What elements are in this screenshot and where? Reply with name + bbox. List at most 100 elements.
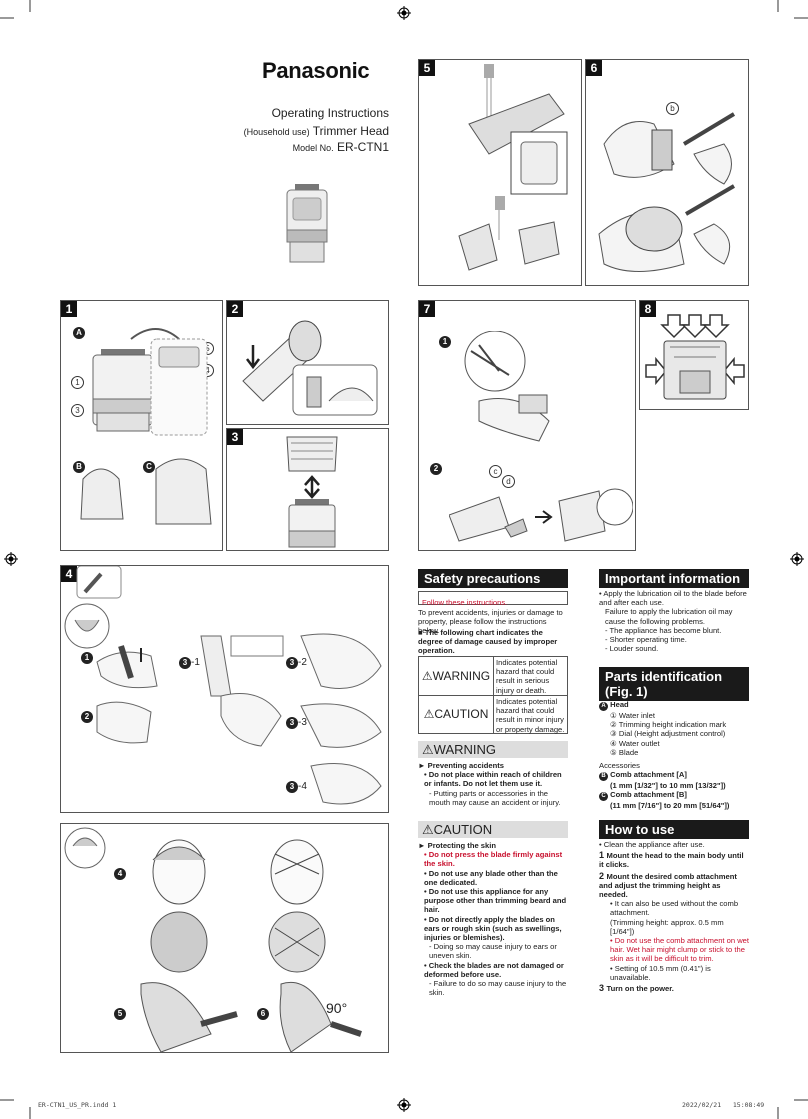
- parts-body: A Head ① Water inlet ② Trimming height i…: [599, 700, 749, 811]
- warning-triangle-icon: ⚠: [421, 669, 433, 683]
- chart-note-text: The following chart indicates the degree…: [418, 628, 558, 656]
- protect-title-row: ► Protecting the skin: [418, 841, 568, 850]
- panel-1-number: 1: [61, 301, 77, 317]
- panel-2: 2 a: [226, 300, 389, 425]
- comb-c-letter-icon: C: [599, 792, 608, 802]
- prevent-item-1-sub: - Putting parts or accessories in the mo…: [429, 788, 561, 807]
- prevent-item-1-sub-text: Putting parts or accessories in the mout…: [429, 788, 561, 807]
- parts-item-1-text: Water inlet: [618, 711, 655, 720]
- howto-body: • Clean the appliance after use. 1 Mount…: [599, 840, 749, 993]
- howto-heading: How to use: [599, 820, 749, 839]
- prevent-title-row: ► Preventing accidents: [418, 761, 568, 770]
- howto-step-1: 1 Mount the head to the main body until …: [599, 850, 749, 870]
- parts-illustration: [80, 328, 212, 525]
- warning-heading-icon: ⚠: [422, 742, 434, 757]
- parts-head-letter-icon: A: [599, 702, 608, 711]
- prevent-title: Preventing accidents: [427, 761, 505, 770]
- caution-section-heading: ⚠CAUTION: [418, 821, 568, 838]
- footer-file: ER-CTN1_US_PR.indd 1: [38, 1101, 117, 1109]
- panel-3-number: 3: [227, 429, 243, 445]
- warning-desc: Indicates potential hazard that could re…: [496, 658, 558, 695]
- howto-step-2-text: Mount the desired comb attachment and ad…: [599, 871, 737, 900]
- warning-heading-text: WARNING: [433, 742, 497, 757]
- howto-step-2-red: • Do not use the comb attachment on wet …: [610, 936, 750, 964]
- label-c-circle: c: [489, 465, 502, 478]
- parts-heading: Parts identification (Fig. 1): [599, 667, 749, 701]
- doc-subtitle: (Household use) Trimmer Head: [220, 124, 389, 138]
- attach-comb-illustration: [286, 436, 338, 548]
- panel-7: 7 1 2 c d: [418, 300, 636, 551]
- panel-head-trimming: 4 5 6 90°: [60, 823, 389, 1053]
- important-line-1-text: Apply the lubrication oil to the blade b…: [599, 589, 747, 608]
- step-4-3-3: 3-3: [286, 712, 307, 730]
- panel-7-number: 7: [419, 301, 435, 317]
- registration-mark-left: [4, 552, 18, 566]
- step-head-4: 4: [114, 868, 126, 880]
- howto-step-2-sub1-text: It can also be used without the comb att…: [610, 899, 739, 918]
- parts-head-title: Head: [610, 700, 629, 709]
- footer-date: 2022/02/21 15:08:49: [682, 1101, 765, 1109]
- warning-row: ⚠WARNING Indicates potential hazard that…: [419, 657, 567, 696]
- parts-comb-b: C Comb attachment [B]: [599, 790, 749, 802]
- howto-step-2-red-text: Do not use the comb attachment on wet ha…: [610, 936, 750, 964]
- parts-item-2: ② Trimming height indication mark: [610, 720, 727, 730]
- parts-comb-a-range: (1 mm [1/32"] to 10 mm [13/32"]): [610, 781, 726, 791]
- protect-title: Protecting the skin: [427, 841, 496, 850]
- pointer-arrow-icon: ►: [418, 761, 428, 770]
- angle-label: 90°: [326, 1000, 348, 1016]
- caution-heading-text: CAUTION: [433, 822, 493, 837]
- step-4-3-3-suffix: -3: [298, 717, 307, 728]
- important-sub-1: - The appliance has become blunt.: [605, 625, 722, 635]
- comb-b-letter-icon: B: [599, 772, 608, 782]
- head-trimming-illustration: [64, 827, 362, 1053]
- label-B: B: [73, 461, 85, 473]
- step-4-3-4: 3-4: [286, 776, 307, 794]
- warning-label-cell: ⚠WARNING: [419, 657, 494, 695]
- label-b-circle: b: [666, 102, 679, 115]
- parts-comb-a: B Comb attachment [A]: [599, 770, 749, 782]
- step-4-3-2: 3-2: [286, 652, 307, 670]
- rinse-head-illustration: [458, 64, 568, 271]
- caution-label-cell: ⚠CAUTION: [419, 696, 494, 733]
- registration-mark-right: [790, 552, 804, 566]
- important-sub-1-text: The appliance has become blunt.: [609, 625, 722, 635]
- step-4-3-4-suffix: -4: [298, 781, 307, 792]
- model-label: Model No.: [292, 143, 334, 153]
- trimmer-head-illustration: [286, 184, 328, 263]
- step-1-number: 1: [599, 850, 607, 861]
- panel-5-number: 5: [419, 60, 435, 76]
- step-4-2: 2: [81, 711, 93, 723]
- step-7-1: 1: [439, 336, 451, 348]
- protect-item-5-text: Check the blades are not damaged or defo…: [424, 960, 564, 979]
- parts-comb-b-range: (11 mm [7/16"] to 20 mm [51/64"]): [610, 801, 730, 811]
- doc-subtitle-main: Trimmer Head: [312, 124, 389, 138]
- parts-item-5-text: Blade: [618, 747, 639, 757]
- callout-3: 3: [71, 404, 84, 417]
- protect-item-5: • Check the blades are not damaged or de…: [424, 960, 564, 979]
- parts-item-4-text: Water outlet: [618, 738, 660, 748]
- parts-item-3-text: Dial (Height adjustment control): [618, 729, 726, 739]
- mount-head-illustration: [242, 320, 378, 416]
- parts-item-1: ① Water inlet: [610, 711, 655, 720]
- oil-blade-illustration: [598, 112, 736, 272]
- caution-heading-icon: ⚠: [422, 822, 434, 837]
- important-heading: Important information: [599, 569, 749, 588]
- protect-item-3-text: Do not use this appliance for any purpos…: [424, 887, 567, 915]
- panel-5: 5: [418, 59, 582, 286]
- howto-pre-text: Clean the appliance after use.: [603, 840, 705, 849]
- parts-item-2-text: Trimming height indication mark: [618, 720, 727, 730]
- pointer-arrow-icon-2: ►: [418, 841, 428, 850]
- protect-item-4-text: Do not directly apply the blades on ears…: [424, 914, 562, 943]
- step-4-3-1: 3-1: [179, 652, 200, 670]
- protect-item-5-sub-text: Failure to do so may cause injury to the…: [429, 979, 567, 998]
- important-body: • Apply the lubrication oil to the blade…: [599, 589, 749, 653]
- doc-title: Operating Instructions: [271, 106, 389, 120]
- howto-step-3-text: Turn on the power.: [606, 984, 674, 994]
- important-line-1: • Apply the lubrication oil to the blade…: [599, 589, 747, 608]
- step-3-number: 3: [599, 983, 607, 994]
- step-4-3a: 3: [179, 657, 191, 669]
- panel-2-number: 2: [227, 301, 243, 317]
- important-sub-3: - Louder sound.: [605, 644, 659, 654]
- caution-desc: Indicates potential hazard that could re…: [496, 697, 565, 734]
